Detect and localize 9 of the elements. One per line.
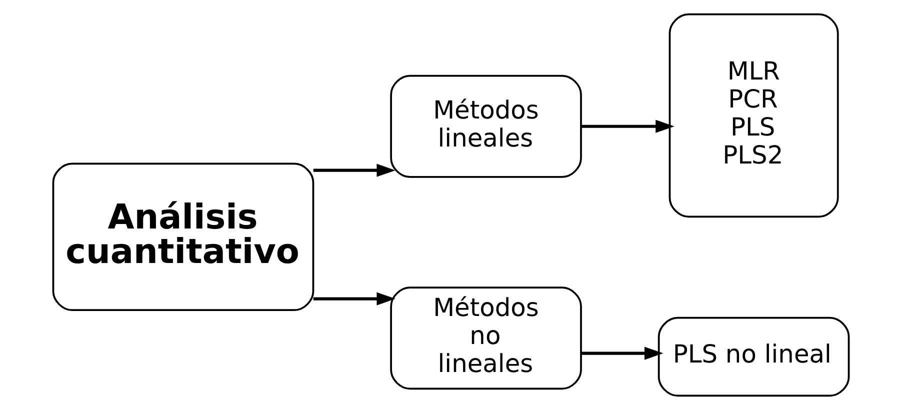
node-box: Métodos lineales: [390, 74, 582, 178]
node-box: Métodos no lineales: [390, 286, 582, 390]
node-box: MLR PCR PLS PLS2: [668, 13, 839, 218]
arrow: [313, 292, 396, 306]
arrow: [581, 120, 674, 133]
node-box: PLS no lineal: [658, 316, 850, 397]
arrow: [313, 164, 396, 177]
node-box: Análisis cuantitativo: [52, 162, 314, 312]
arrow: [581, 346, 664, 360]
